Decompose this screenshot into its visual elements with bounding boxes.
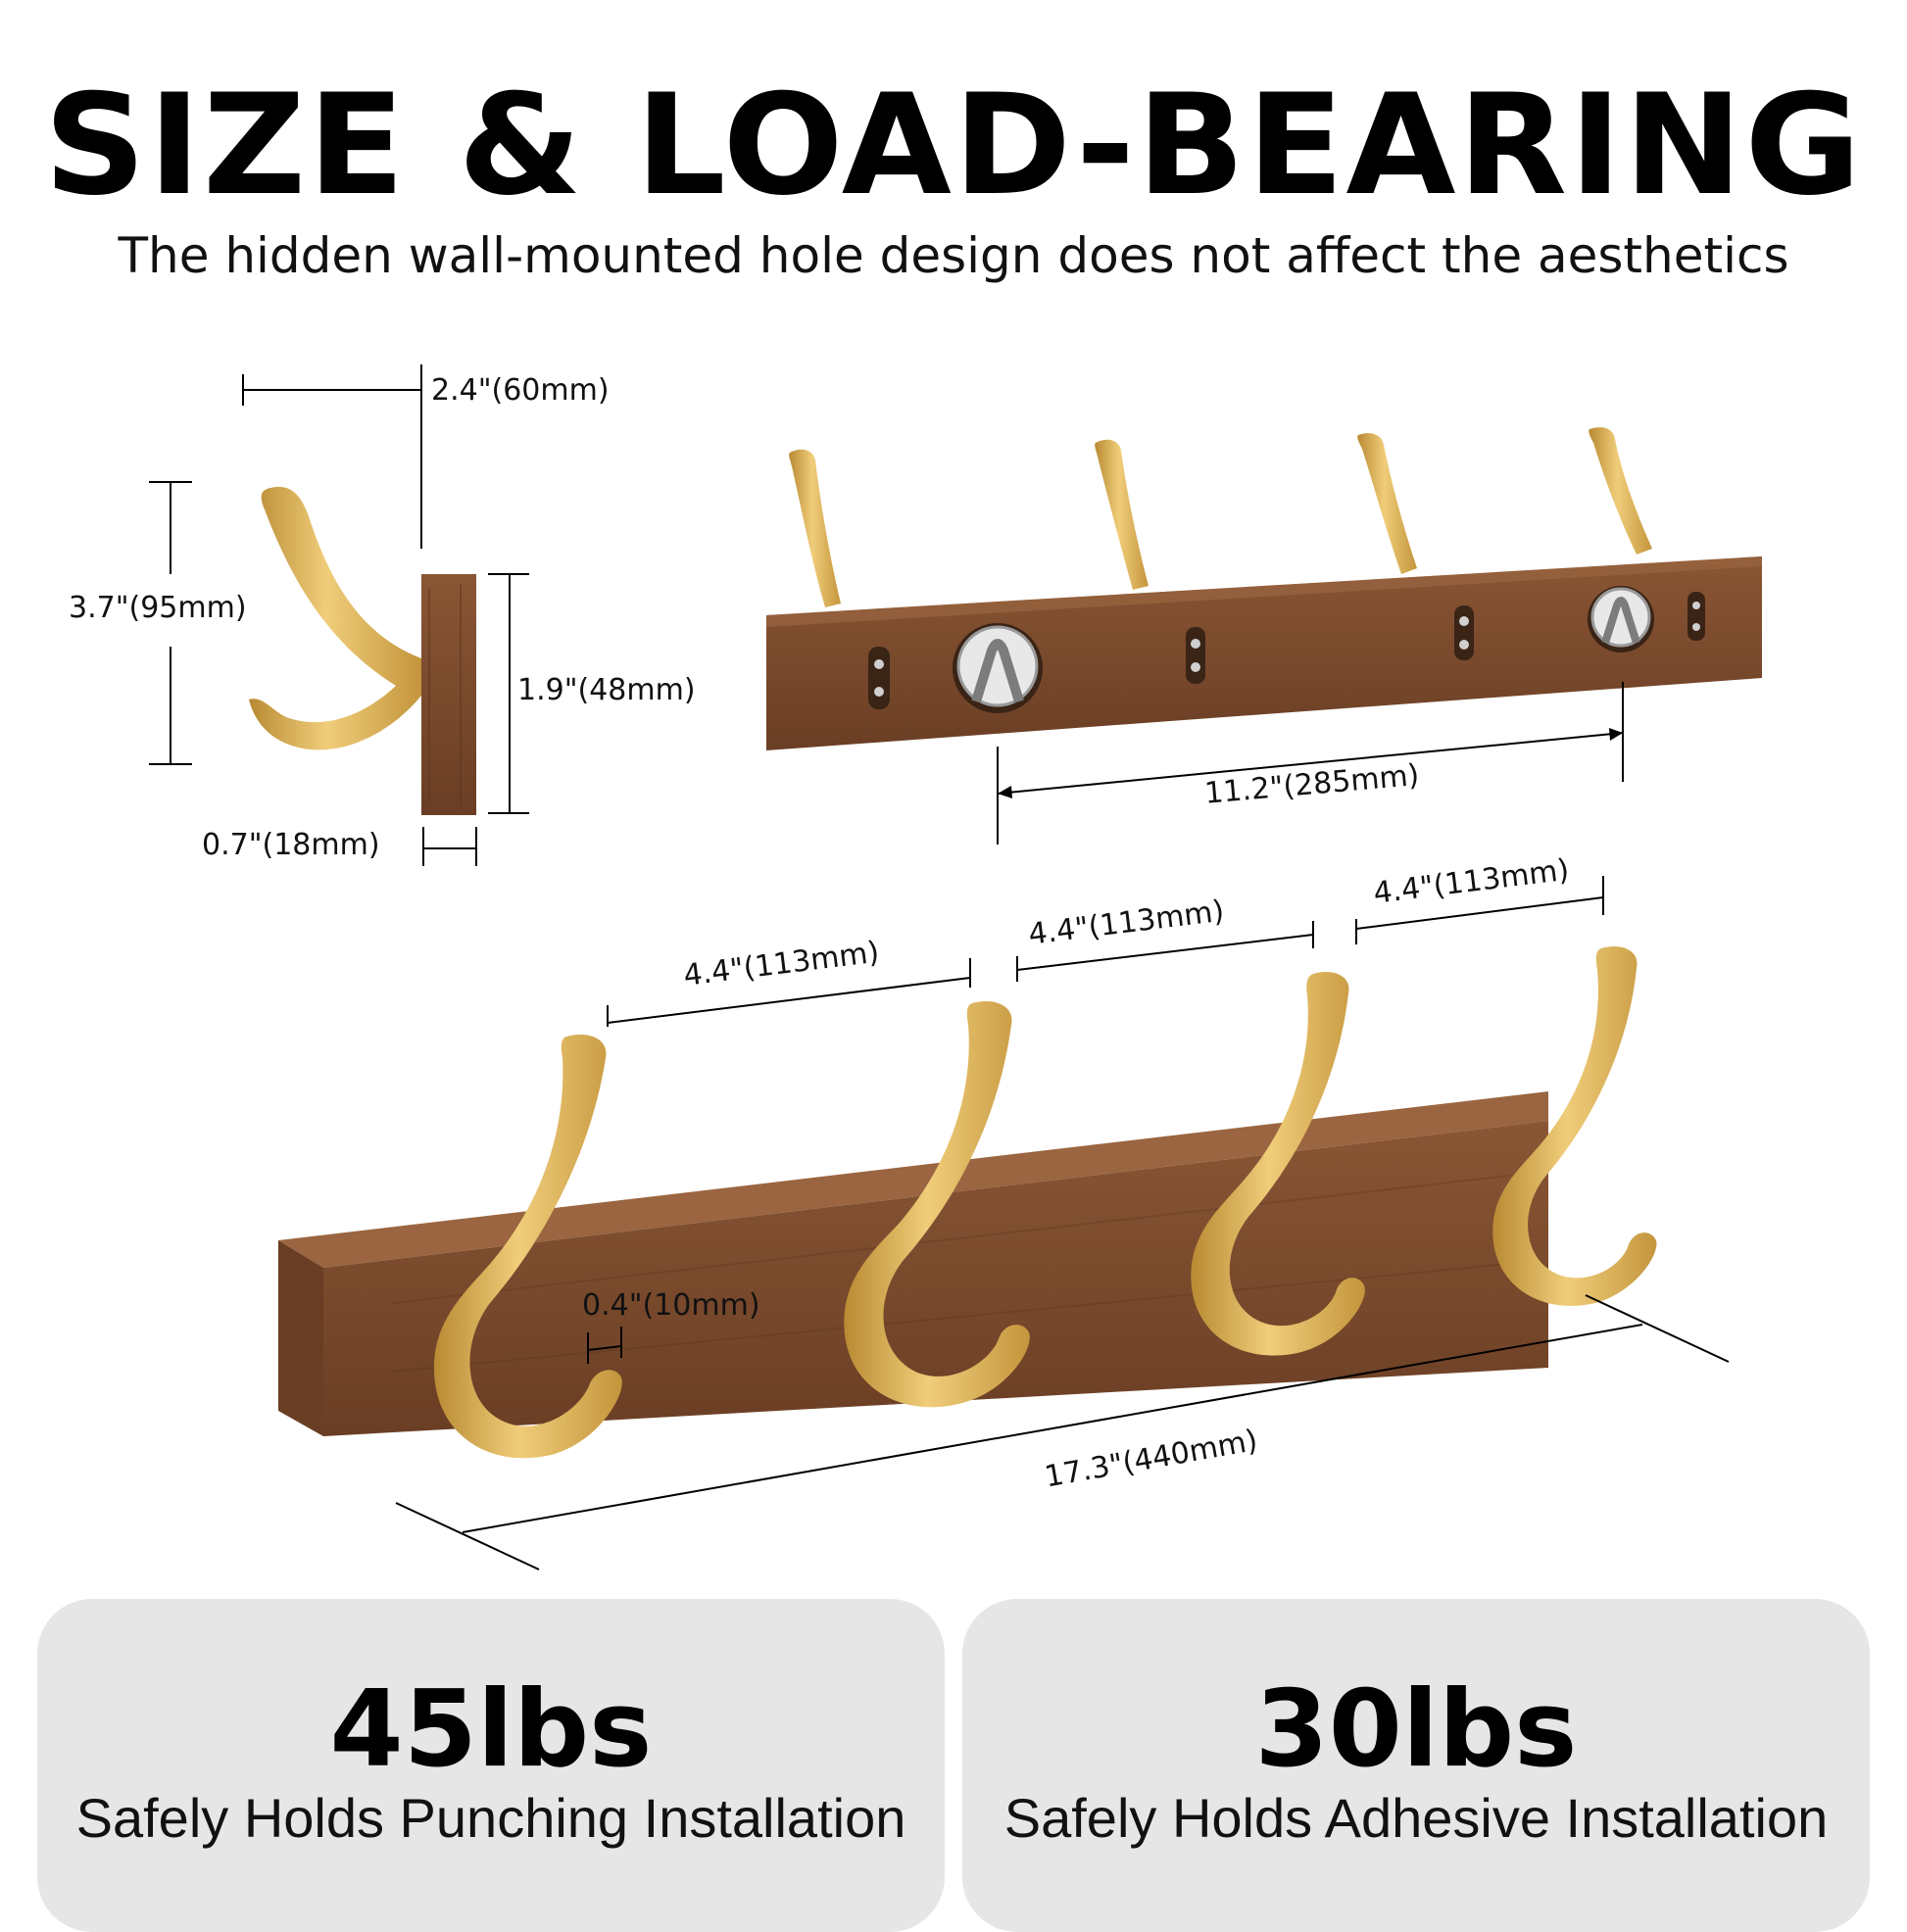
load-weight-adhesive: 30lbs	[1254, 1668, 1578, 1791]
load-caption-punching: Safely Holds Punching Installation	[75, 1787, 906, 1849]
side-view	[149, 364, 529, 866]
dim-hook-depth: 2.4"(60mm)	[431, 373, 610, 408]
dim-board-thickness: 0.7"(18mm)	[202, 828, 380, 862]
dim-hook-height: 3.7"(95mm)	[69, 591, 247, 625]
side-board	[421, 574, 476, 815]
dim-board-height: 1.9"(48mm)	[517, 673, 696, 707]
front-view	[278, 876, 1730, 1570]
front-hook-1	[433, 1035, 622, 1459]
load-panel-adhesive: 30lbs Safely Holds Adhesive Installation	[962, 1599, 1870, 1932]
load-caption-adhesive: Safely Holds Adhesive Installation	[1003, 1787, 1829, 1849]
back-board	[766, 556, 1762, 750]
page-title: SIZE & LOAD-BEARING	[43, 65, 1864, 226]
side-hook	[249, 486, 421, 750]
mount-bracket-left	[953, 623, 1043, 713]
mount-bracket-right	[1588, 586, 1654, 652]
page-subtitle: The hidden wall-mounted hole design does…	[118, 227, 1789, 284]
load-panel-punching: 45lbs Safely Holds Punching Installation	[37, 1599, 945, 1932]
dim-hook-tip: 0.4"(10mm)	[582, 1288, 760, 1323]
load-weight-punching: 45lbs	[329, 1668, 653, 1791]
front-hook-2	[844, 1001, 1030, 1408]
back-view	[766, 427, 1762, 845]
front-hook-3	[1191, 972, 1365, 1356]
front-hook-4	[1492, 946, 1657, 1306]
